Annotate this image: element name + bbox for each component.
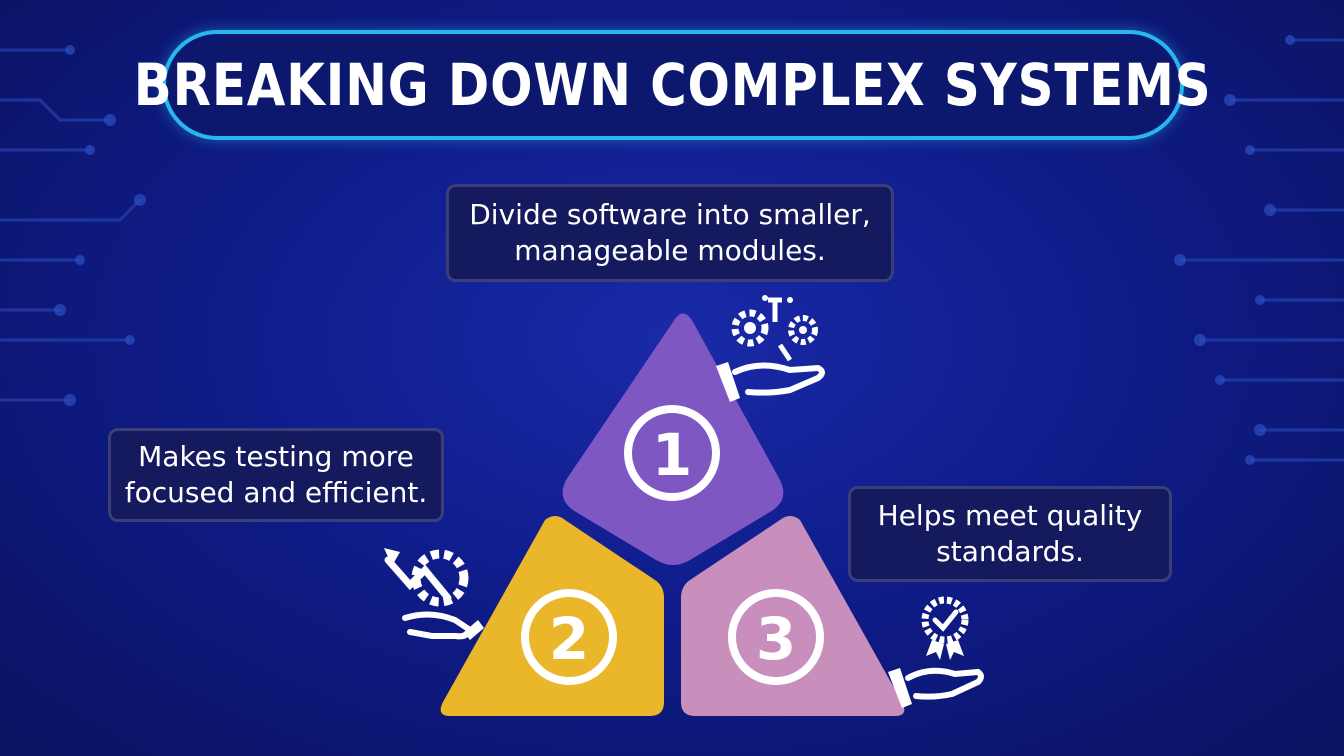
step-1-callout: Divide software into smaller, manageable… [446,184,894,282]
step-2-text: Makes testing more focused and efficient… [124,440,428,509]
title-banner: BREAKING DOWN COMPLEX SYSTEMS [134,30,1211,140]
number-3: 3 [756,605,796,673]
page-title: BREAKING DOWN COMPLEX SYSTEMS [134,51,1212,119]
step-3-callout: Helps meet quality standards. [848,486,1172,582]
segment-3 [681,516,905,716]
segment-2 [440,516,664,716]
number-1: 1 [652,421,692,489]
number-3-badge: 3 [728,589,824,685]
quality-badge-in-hand-icon [888,596,984,708]
gears-tools-in-hand-icon [716,295,825,402]
number-1-badge: 1 [624,405,720,501]
segment-1 [562,313,784,565]
number-2: 2 [549,605,589,673]
step-3-text: Helps meet quality standards. [877,499,1143,568]
number-2-badge: 2 [521,589,617,685]
step-2-callout: Makes testing more focused and efficient… [108,428,444,522]
step-1-text: Divide software into smaller, manageable… [469,198,871,267]
gear-growth-arrow-in-hand-icon [384,548,484,640]
